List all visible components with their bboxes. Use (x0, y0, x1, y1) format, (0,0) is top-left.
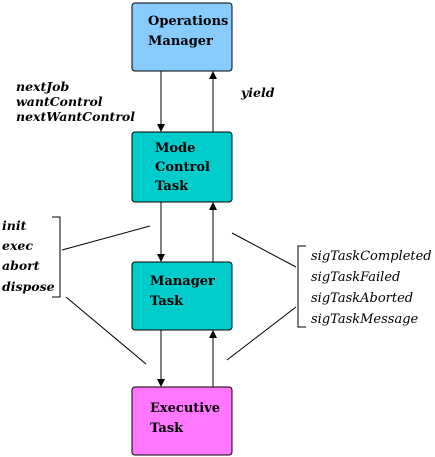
label-sigtaskaborted: sigTaskAborted (311, 291, 413, 306)
mode-control-task-label-line3: Task (155, 179, 189, 194)
operations-manager-box (131, 2, 233, 72)
left-connector-bottom (65, 296, 147, 365)
label-exec: exec (2, 238, 33, 253)
manager-task-label-line2: Task (150, 294, 184, 309)
right-connector-bottom (226, 306, 297, 361)
manager-task-node: Manager Task (131, 261, 233, 331)
label-nextjob: nextJob (16, 79, 70, 94)
manager-task-box (131, 261, 233, 331)
label-sigtaskfailed: sigTaskFailed (311, 270, 400, 285)
right-bracket (297, 245, 306, 328)
mode-control-task-label-line2: Control (155, 160, 210, 175)
executive-task-label-line1: Executive (150, 401, 220, 416)
mode-control-task-label-line1: Mode (155, 141, 195, 156)
label-dispose: dispose (2, 279, 55, 294)
label-init: init (2, 218, 27, 233)
left-connector-top (61, 225, 151, 251)
operations-manager-node: Operations Manager (131, 2, 233, 72)
label-sigtaskcompleted: sigTaskCompleted (311, 249, 432, 264)
executive-task-box (131, 386, 233, 456)
left-bracket (52, 216, 61, 298)
label-abort: abort (2, 258, 40, 273)
mode-control-task-node: Mode Control Task (131, 131, 233, 203)
manager-task-label-line1: Manager (150, 274, 215, 289)
upward-signals-group: sigTaskCompleted sigTaskFailed sigTaskAb… (311, 249, 432, 327)
label-sigtaskmessage: sigTaskMessage (311, 312, 419, 327)
label-wantcontrol: wantControl (16, 94, 103, 109)
label-nextwantcontrol: nextWantControl (16, 109, 135, 124)
label-yield: yield (240, 85, 275, 100)
mode-control-task-box (131, 131, 233, 203)
operations-manager-label-line2: Manager (148, 34, 213, 49)
operations-manager-label-line1: Operations (148, 14, 228, 29)
right-connector-top (231, 232, 297, 268)
downward-commands-group: init exec abort dispose (2, 218, 55, 294)
ops-to-mode-label-group: nextJob wantControl nextWantControl (16, 79, 135, 124)
executive-task-label-line2: Task (150, 421, 184, 436)
executive-task-node: Executive Task (131, 386, 233, 456)
